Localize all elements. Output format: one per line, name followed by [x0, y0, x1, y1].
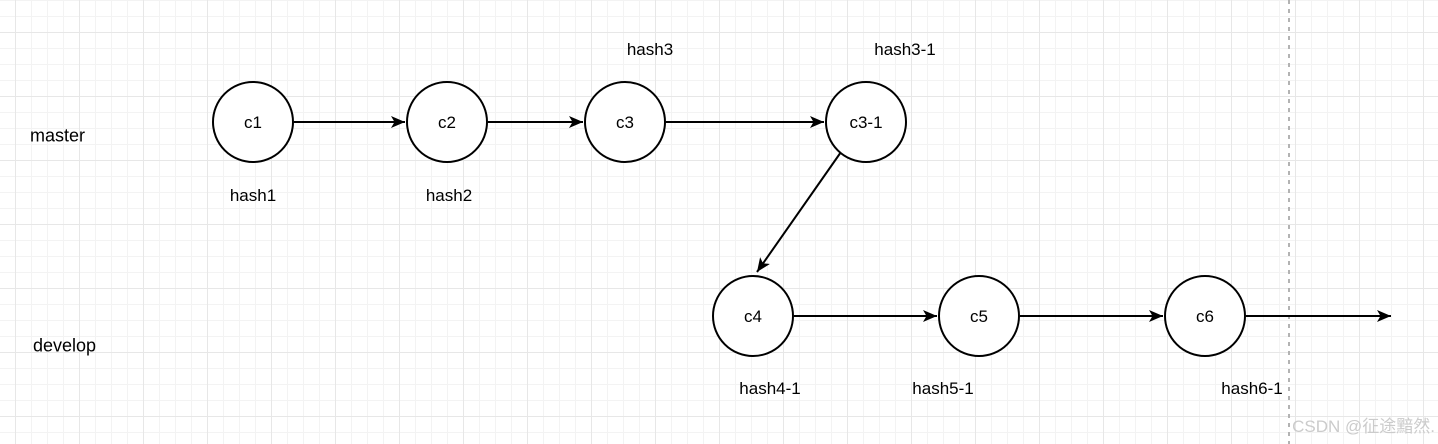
hash-label-c5: hash5-1	[912, 379, 974, 398]
commit-label: c6	[1196, 307, 1214, 326]
commit-label: c4	[744, 307, 762, 326]
commit-label: c3-1	[849, 113, 882, 132]
hash-label-c3: hash3	[626, 40, 674, 59]
hash-label-c1: hash1	[229, 186, 277, 205]
commit-node-c2: c2	[406, 81, 488, 163]
commit-node-c5: c5	[938, 275, 1020, 357]
hash-label-c4: hash4-1	[739, 379, 801, 398]
watermark: CSDN @征途黯然.	[1292, 417, 1435, 436]
commit-node-c4: c4	[712, 275, 794, 357]
hash-label-c6: hash6-1	[1221, 379, 1283, 398]
commit-node-c1: c1	[212, 81, 294, 163]
branch-label-develop: develop	[33, 335, 97, 356]
branch-label-master: master	[30, 125, 86, 146]
commit-node-c6: c6	[1164, 275, 1246, 357]
commit-label: c2	[438, 113, 456, 132]
hash-label-c2: hash2	[425, 186, 473, 205]
edge-c3-1-c4	[756, 151, 842, 273]
commit-node-c3-1: c3-1	[825, 81, 907, 163]
commit-label: c3	[616, 113, 634, 132]
commit-label: c5	[970, 307, 988, 326]
commit-label: c1	[244, 113, 262, 132]
commit-node-c3: c3	[584, 81, 666, 163]
hash-label-c3-1: hash3-1	[874, 40, 936, 59]
